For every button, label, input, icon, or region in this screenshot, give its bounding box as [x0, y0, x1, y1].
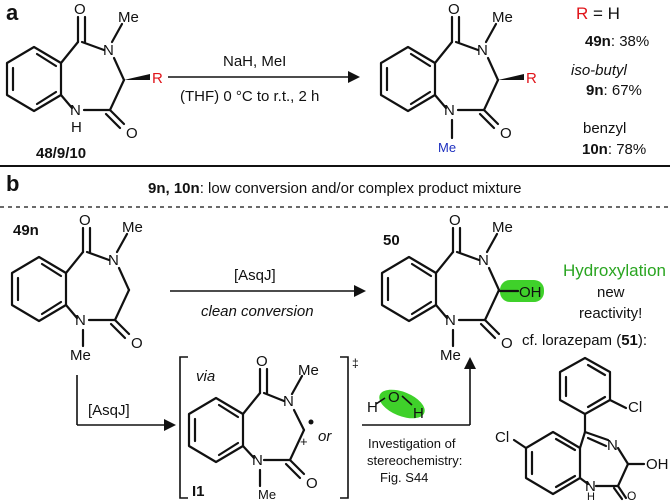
reactant-n: N — [70, 102, 81, 119]
i1-o1: O — [256, 353, 268, 370]
loraz-n1: N — [607, 437, 618, 454]
loraz-o: O — [627, 489, 636, 501]
water-h1: H — [367, 399, 378, 416]
conditions: (THF) 0 °C to r.t., 2 h — [180, 88, 319, 105]
loraz-cl1: Cl — [628, 399, 642, 416]
reactant-r: R — [152, 70, 163, 87]
oh-highlight — [500, 280, 544, 302]
s50-n1: N — [478, 252, 489, 269]
enzyme-top: [AsqJ] — [234, 267, 276, 284]
reactant-o2: O — [126, 125, 138, 142]
group-isobutyl: iso-butyl — [571, 62, 628, 79]
yield-10n: 10n: 78% — [582, 141, 646, 158]
panel-a-label: a — [6, 0, 19, 25]
reactivity-text: reactivity! — [579, 305, 642, 322]
loraz-n2: N — [585, 478, 596, 495]
water-h2: H — [413, 405, 424, 422]
label-50: 50 — [383, 232, 400, 249]
bracket-left — [179, 356, 188, 499]
loraz-oh: OH — [646, 456, 669, 473]
radical-dot — [308, 419, 314, 425]
s50-o2: O — [501, 335, 513, 352]
r-symbol: R — [576, 4, 588, 23]
enzyme-down: [AsqJ] — [88, 402, 130, 419]
label-49n: 49n — [13, 222, 39, 239]
s49n-o2: O — [131, 335, 143, 352]
reactant-n-me: N — [103, 42, 114, 59]
s50-n2: N — [445, 312, 456, 329]
i1-o2: O — [306, 475, 318, 492]
product-o1: O — [448, 1, 460, 18]
product-me-blue: Me — [438, 140, 456, 155]
i1-me1: Me — [298, 362, 319, 379]
i1-me2: Me — [258, 487, 276, 501]
structure-lorazepam — [512, 356, 646, 501]
r-equals: R = H — [576, 4, 620, 23]
product-structure — [379, 15, 524, 140]
investigation-2: stereochemistry: — [367, 453, 462, 468]
s50-o1: O — [449, 212, 461, 229]
s50-oh: OH — [519, 284, 542, 301]
new-text: new — [597, 284, 625, 301]
via-text: via — [196, 368, 215, 385]
product-n: N — [444, 102, 455, 119]
yield-9n: 9n: 67% — [586, 82, 642, 99]
s49n-me1: Me — [122, 219, 143, 236]
reactant-nh: H — [71, 119, 82, 136]
panel-b-label: b — [6, 171, 19, 196]
bracket-right — [340, 356, 349, 499]
s49n-n2: N — [75, 312, 86, 329]
reactant-structure — [5, 15, 150, 130]
i1-n2: N — [252, 452, 263, 469]
loraz-cl2: Cl — [495, 429, 509, 446]
reactant-me: Me — [118, 9, 139, 26]
product-r: R — [526, 70, 537, 87]
dagger: ‡ — [352, 356, 359, 370]
reactant-o1: O — [74, 1, 86, 18]
reactant-label: 48/9/10 — [36, 145, 86, 162]
structure-50 — [380, 226, 501, 348]
yield-49n: 49n: 38% — [585, 33, 649, 50]
structure-i1 — [187, 367, 306, 488]
structure-49n — [10, 226, 131, 348]
s50-me2: Me — [440, 347, 461, 364]
product-n-me: N — [477, 42, 488, 59]
investigation-1: Investigation of — [368, 436, 456, 451]
loraz-h: H — [587, 491, 595, 501]
product-o2: O — [500, 125, 512, 142]
group-benzyl: benzyl — [583, 120, 626, 137]
s49n-me2: Me — [70, 347, 91, 364]
investigation-3: Fig. S44 — [380, 470, 428, 485]
clean-conversion: clean conversion — [201, 303, 314, 320]
s49n-o1: O — [79, 212, 91, 229]
s49n-n1: N — [108, 252, 119, 269]
reagents: NaH, MeI — [223, 53, 286, 70]
water-o: O — [388, 389, 400, 406]
i1-plus: + — [300, 434, 308, 449]
label-i1: I1 — [192, 483, 205, 500]
cf-lorazepam: cf. lorazepam (51): — [522, 332, 647, 349]
panel-b-note: 9n, 10n: low conversion and/or complex p… — [148, 180, 522, 197]
i1-n1: N — [283, 393, 294, 410]
water-highlight — [379, 389, 425, 419]
i1-or: or — [318, 428, 332, 445]
hydroxylation-line: Hydroxylation: — [563, 261, 670, 280]
s50-me1: Me — [492, 219, 513, 236]
r-eq-h: = H — [588, 4, 620, 23]
product-me: Me — [492, 9, 513, 26]
